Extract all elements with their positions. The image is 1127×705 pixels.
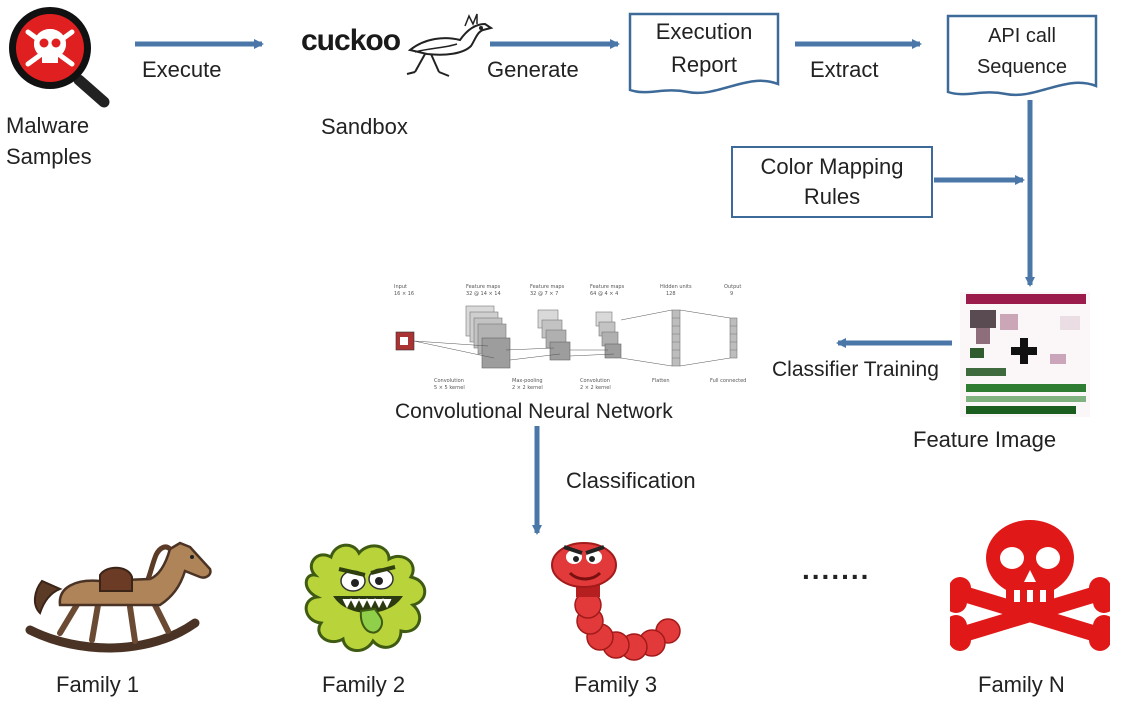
cnn-layer-top-0: Input (394, 284, 407, 290)
family-n-label: Family N (978, 672, 1065, 697)
malware-label-line2: Samples (6, 144, 92, 169)
cnn-op-sub-0: 5 × 5 kernel (434, 385, 465, 391)
classification-label: Classification (566, 468, 696, 493)
color-mapping-rules-node: Color Mapping Rules (731, 146, 933, 218)
generate-label: Generate (487, 57, 579, 82)
feature-maps-2 (537, 309, 571, 361)
feature-maps-1 (465, 305, 511, 369)
family-1-label: Family 1 (56, 672, 140, 697)
cnn-layer-sub-5: 9 (730, 291, 733, 297)
output-units (729, 317, 738, 359)
document-shape (628, 12, 780, 95)
sandbox-label: Sandbox (321, 114, 408, 139)
cnn-architecture-diagram: Input 16 × 16 Feature maps 32 @ 14 × 14 … (394, 284, 746, 391)
skull-magnifier-icon (9, 7, 110, 108)
family-2-label: Family 2 (322, 672, 406, 697)
feature-image-node: Feature Image (913, 292, 1098, 462)
family-2-node: Family 2 (295, 535, 455, 705)
cnn-node: Input 16 × 16 Feature maps 32 @ 14 × 14 … (390, 280, 780, 430)
cnn-op-top-2: Convolution (580, 378, 610, 384)
cnn-layer-sub-4: 128 (666, 291, 676, 297)
cnn-op-top-0: Convolution (434, 378, 464, 384)
family-3-label: Family 3 (574, 672, 658, 697)
feature-maps-3 (595, 311, 622, 359)
cnn-layer-top-5: Output (724, 284, 741, 290)
color-rules-line1: Color Mapping (760, 154, 904, 179)
hidden-units (671, 309, 681, 367)
cuckoo-logo-text: cuckoo (301, 24, 401, 57)
document-shape (946, 14, 1098, 97)
execution-report-line1: Execution (655, 19, 753, 44)
cnn-layer-top-2: Feature maps (530, 284, 565, 290)
rocking-horse-icon (25, 541, 212, 653)
execution-report-node: Execution Report (628, 12, 780, 98)
feature-image-label: Feature Image (913, 427, 1057, 452)
api-sequence-node: API call Sequence (946, 14, 1098, 100)
feature-image-pixels (960, 292, 1090, 417)
extract-label: Extract (810, 57, 879, 82)
red-skull-crossbones-icon (950, 520, 1110, 651)
cnn-layer-top-3: Feature maps (590, 284, 625, 290)
family-1-node: Family 1 (20, 535, 220, 705)
api-sequence-line1: API call (988, 25, 1056, 47)
red-worm-icon (551, 542, 681, 661)
family-3-node: Family 3 (540, 535, 710, 705)
cnn-op-top-3: Flatten (652, 378, 670, 384)
api-sequence-line2: Sequence (976, 56, 1068, 78)
cnn-label: Convolutional Neural Network (395, 400, 673, 423)
cnn-op-sub-2: 2 × 2 kernel (580, 385, 611, 391)
cnn-op-top-4: Full connected (710, 378, 746, 384)
green-virus-monster-icon (304, 543, 427, 652)
cnn-layer-sub-0: 16 × 16 (394, 291, 414, 297)
cnn-layer-sub-1: 32 @ 14 × 14 (466, 291, 501, 297)
execution-report-line2: Report (670, 52, 738, 77)
family-n-node: Family N (950, 518, 1120, 705)
cnn-layer-sub-2: 32 @ 7 × 7 (530, 291, 558, 297)
malware-label-line1: Malware (6, 113, 90, 138)
sandbox-node: cuckoo Sandbox (295, 10, 494, 140)
cnn-layer-top-1: Feature maps (466, 284, 501, 290)
cnn-layer-sub-3: 64 @ 4 × 4 (590, 291, 618, 297)
ellipsis: ....... (802, 554, 871, 585)
classifier-training-label: Classifier Training (772, 358, 939, 381)
malware-samples-node: Malware Samples (0, 0, 130, 180)
execute-label: Execute (142, 57, 222, 82)
cnn-op-sub-1: 2 × 2 kernel (512, 385, 543, 391)
cnn-op-top-1: Max-pooling (512, 378, 543, 384)
cnn-layer-top-4: Hidden units (660, 284, 692, 290)
color-rules-line2: Rules (803, 184, 861, 209)
roadrunner-bird-icon (406, 13, 494, 77)
